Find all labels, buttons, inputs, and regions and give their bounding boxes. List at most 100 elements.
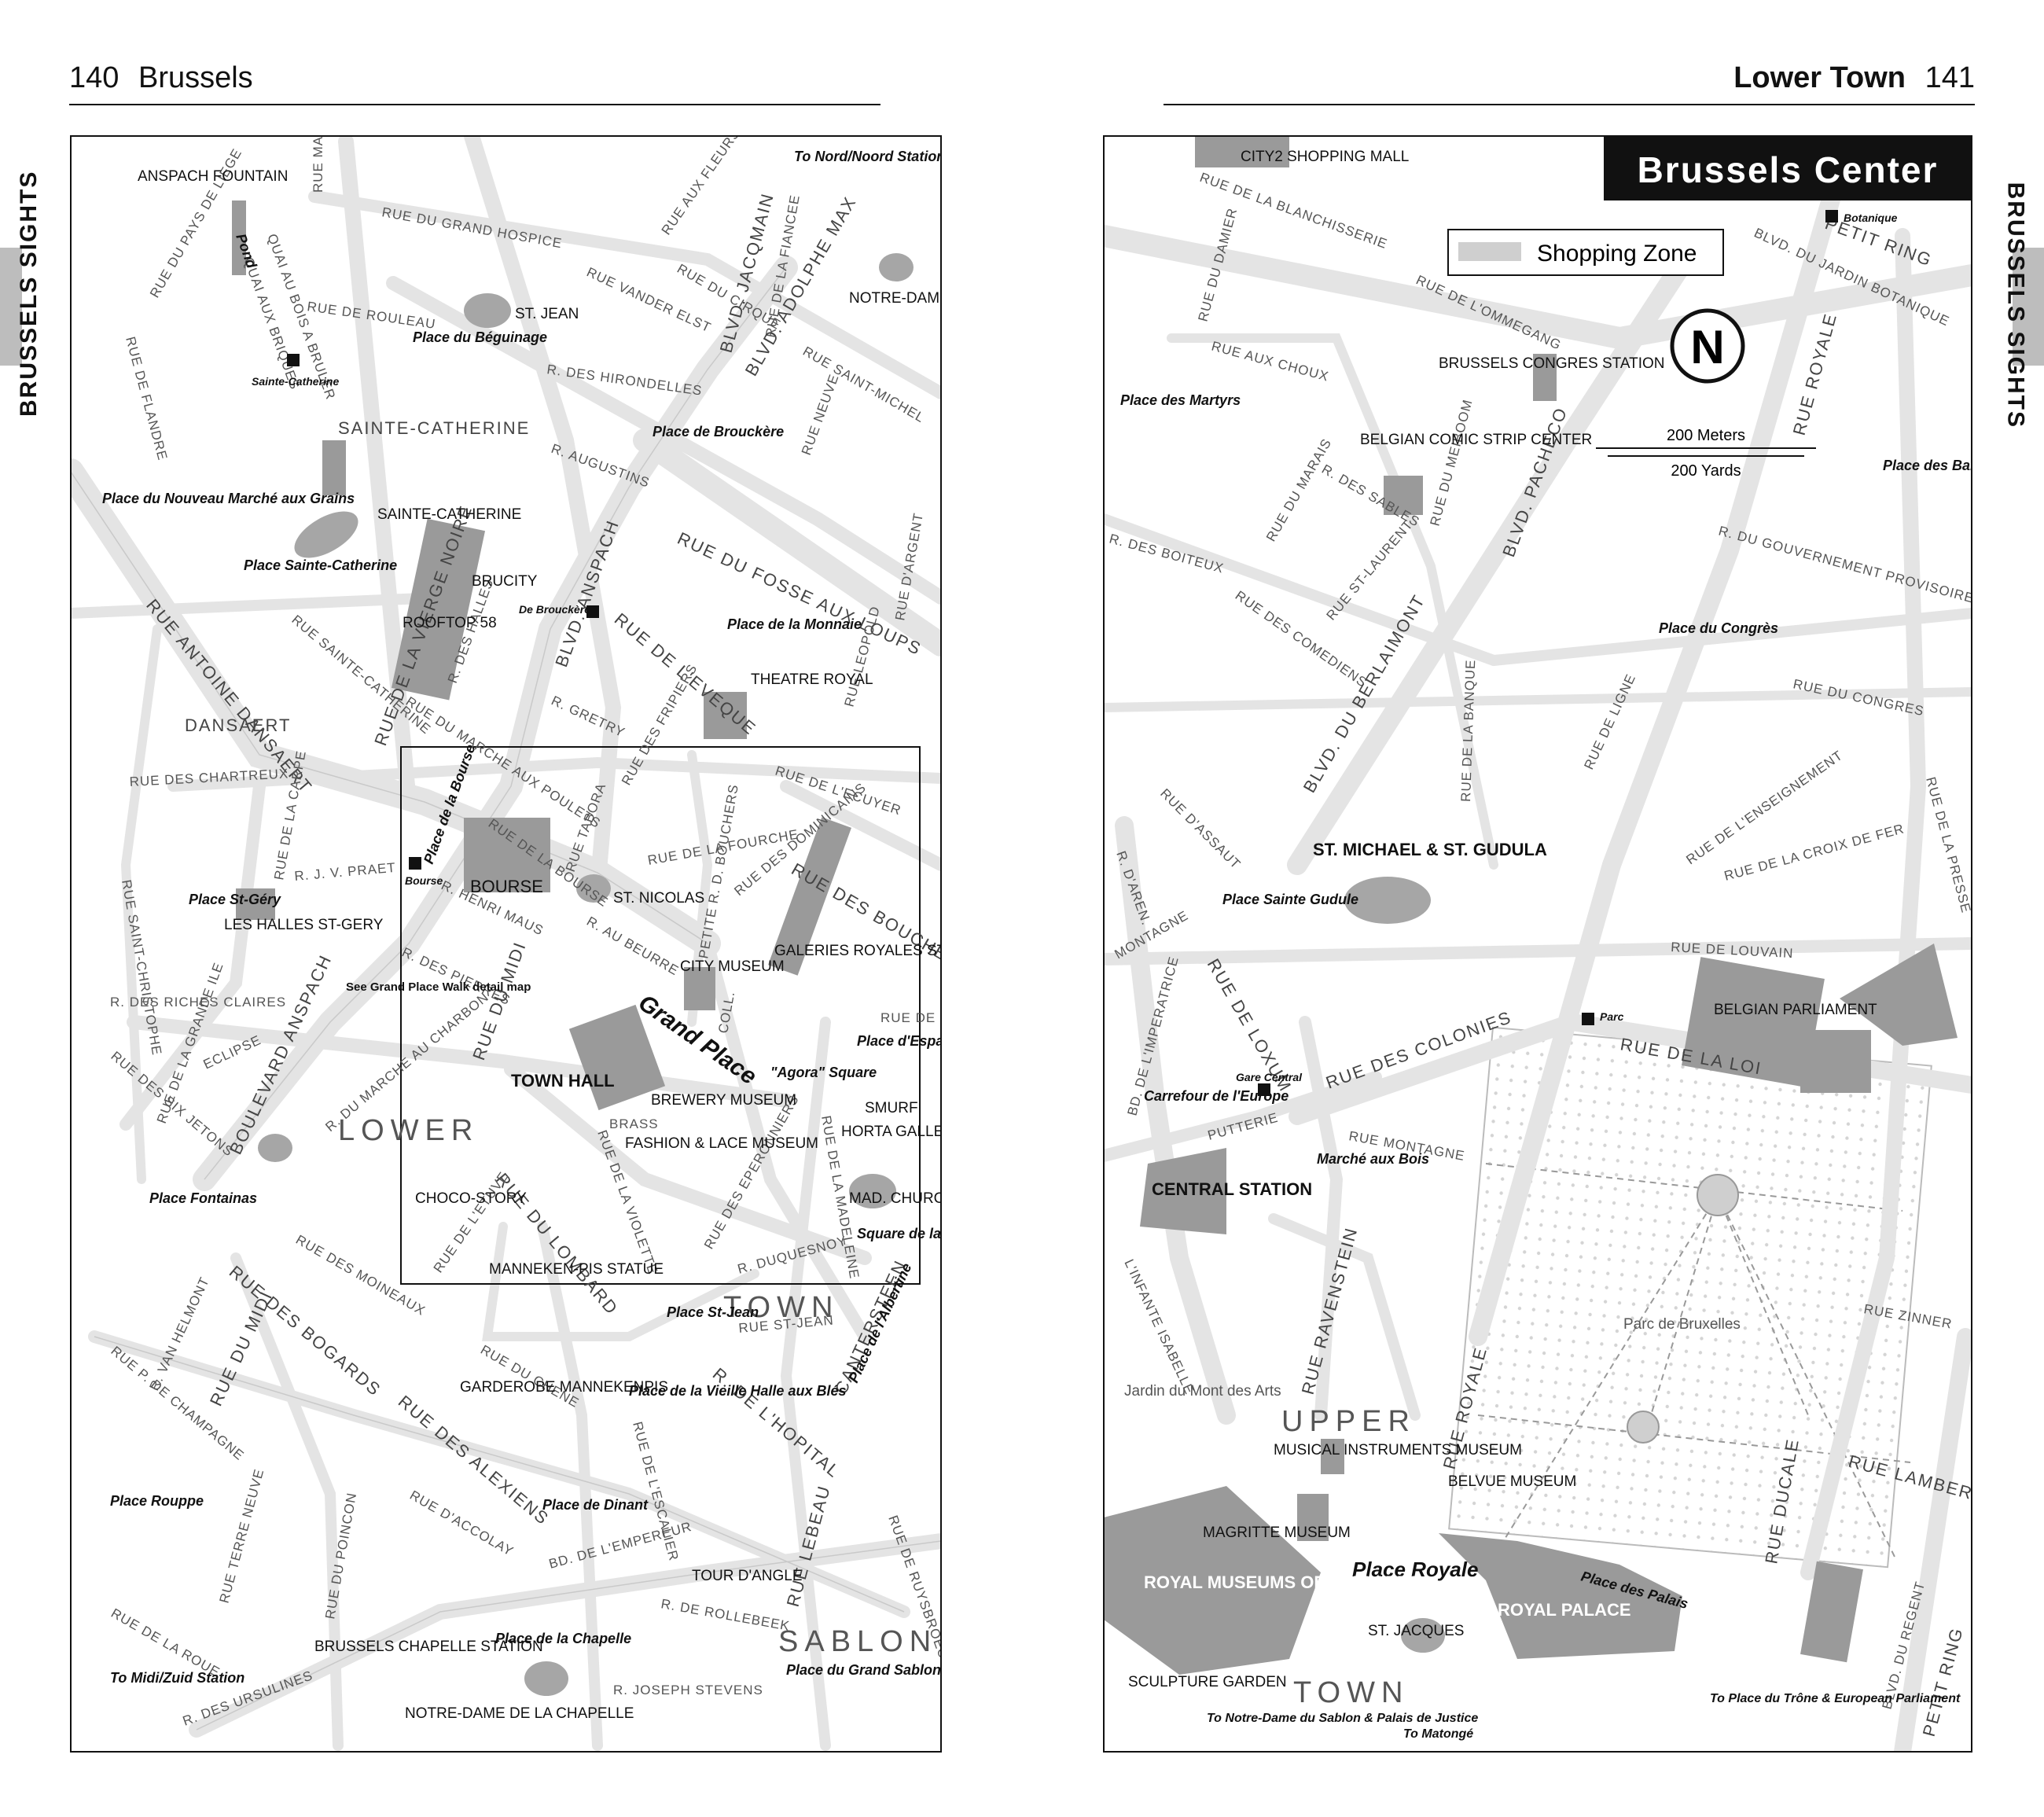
sight-label: ROOFTOP 58 <box>403 615 497 631</box>
sight-label: MANNEKEN-PIS STATUE <box>489 1261 664 1278</box>
sight-label: GARDEROBE MANNEKENPIS <box>460 1379 668 1396</box>
parliament-annex-building <box>1800 1030 1871 1093</box>
sight-label: NOTRE-DAME DE LA CHAPELLE <box>405 1705 634 1722</box>
square-label: Place Sainte-Catherine <box>244 557 397 573</box>
parliament-east-building <box>1840 943 1958 1046</box>
street-label: R. DES RICHES CLAIRES <box>110 995 286 1010</box>
instruments-building <box>1321 1439 1344 1474</box>
pond <box>232 200 246 275</box>
right-side-tab-marker <box>2013 248 2044 366</box>
metro-stop-label: Sainte-Catherine <box>252 375 339 388</box>
royal-museums-building <box>1104 1486 1321 1675</box>
square-label: Carrefour de l'Europe <box>1144 1088 1289 1104</box>
right-metro-stops: Botanique Gare Central Parc <box>1236 210 1898 1096</box>
sight-label: ROYAL MUSEUMS OF FINE ARTS <box>1144 1572 1420 1592</box>
comic-strip-building <box>1384 476 1423 515</box>
sight-label: NOTRE-DAME DU FINISTERE <box>849 290 1057 307</box>
sight-label: FASHION & LACE MUSEUM <box>625 1135 818 1152</box>
square-label: Place de la Monnaie <box>727 616 862 632</box>
right-map-title-box <box>1604 136 1972 200</box>
right-header-rule <box>1164 104 1975 105</box>
congres-station-building <box>1533 354 1557 401</box>
square-label: Place de la Chapelle <box>495 1631 631 1646</box>
sight-label: BRUCITY <box>472 573 538 590</box>
sight-label: SCULPTURE GARDEN <box>1128 1674 1287 1690</box>
left-map-frame <box>70 135 942 1753</box>
square-label: Place Sainte Gudule <box>1222 892 1358 907</box>
square-label: Place Royale <box>1352 1558 1478 1581</box>
square-label: Place du Grand Sablon <box>786 1662 941 1678</box>
square-label: Marché aux Bois <box>1317 1151 1429 1167</box>
sight-label: GALERIES ROYALES ST. HUBERT <box>774 943 1014 959</box>
left-page-number: 140 <box>69 61 119 94</box>
district-town-right: TOWN <box>1293 1676 1409 1709</box>
square-label: Place St-Géry <box>189 892 281 907</box>
metro-stop-label: Parc <box>1600 1010 1624 1023</box>
royal-palace-building <box>1439 1533 1682 1659</box>
metro-stop-label: De Brouckère <box>519 603 590 616</box>
right-map-frame <box>1103 135 1972 1753</box>
street-label: BRASS <box>609 1116 659 1131</box>
sight-label: CENTRAL STATION <box>1152 1179 1312 1199</box>
sight-label: THEATRE ROYAL <box>751 671 873 688</box>
sight-label: MAD. CHURCH <box>849 1190 955 1207</box>
sight-label: SMURF <box>865 1100 918 1116</box>
sight-label: BELGIAN PARLIAMENT <box>1714 1002 1877 1018</box>
sight-label: TOUR D'ANGLE <box>692 1568 803 1584</box>
district-sainte-catherine: SAINTE-CATHERINE <box>338 418 530 438</box>
sight-label: BELGIAN COMIC STRIP CENTER <box>1360 432 1592 448</box>
central-station-building <box>1140 1148 1226 1234</box>
sight-label: BELVUE MUSEUM <box>1448 1473 1576 1490</box>
bourse-building <box>464 818 550 892</box>
brucity-building <box>391 518 486 701</box>
svg-text:N: N <box>1690 321 1724 373</box>
note-label: To Notre-Dame du Sablon & Palais de Just… <box>1207 1712 1478 1725</box>
parliament-building <box>1682 957 1825 1087</box>
note-label: To Midi/Zuid Station <box>110 1670 244 1686</box>
square-label: Place Fontainas <box>149 1190 257 1206</box>
park-paths <box>1477 1163 1911 1558</box>
district-lower: LOWER <box>338 1114 479 1147</box>
market-building <box>322 440 346 495</box>
north-arrow-icon: N <box>1670 308 1745 384</box>
street-label: R. JOSEPH STEVENS <box>613 1683 763 1697</box>
right-page-number: 141 <box>1925 61 1975 94</box>
left-map-notes: To Nord/Noord Station See Grand Place Wa… <box>110 149 941 1686</box>
square-label: Place St-Jean <box>667 1304 759 1320</box>
sight-label: ST. MICHAEL & ST. GUDULA <box>1313 840 1547 859</box>
note-label: To Matongé <box>1403 1727 1473 1741</box>
sight-label: ST. JACQUES <box>1368 1623 1464 1639</box>
note-label: See Grand Place Walk detail map <box>346 980 531 994</box>
sight-label: CITY2 SHOPPING MALL <box>1241 149 1409 165</box>
district-dansaert: DANSAERT <box>185 715 291 735</box>
sight-label: BOURSE <box>470 877 543 896</box>
left-map: LOWER TOWN SABLON DANSAERT SAINTE-CATHER… <box>71 136 1057 1752</box>
sight-label: CHOCO-STORY <box>415 1190 527 1207</box>
metro-stop-label: Gare Central <box>1236 1071 1303 1083</box>
galeries-building <box>768 817 851 976</box>
sight-label: MUSICAL INSTRUMENTS MUSEUM <box>1274 1442 1522 1458</box>
left-metro-stops: Sainte-Catherine De Brouckère Bourse <box>252 354 599 887</box>
district-upper: UPPER <box>1281 1405 1416 1438</box>
sight-label: BRUSSELS CONGRES STATION <box>1439 355 1665 372</box>
city2-building <box>1195 136 1289 167</box>
right-square-labels: Place des Martyrs Place des Barricades P… <box>1120 392 1972 1612</box>
left-churches <box>258 253 914 1696</box>
right-churches <box>1344 877 1445 1653</box>
theatre-royal-building <box>704 692 747 739</box>
magritte-building <box>1297 1494 1329 1541</box>
sight-label: BREWERY MUSEUM <box>651 1092 796 1109</box>
sight-label: SAINTE-CATHERINE <box>377 506 521 523</box>
sight-label: ST. JEAN <box>515 306 579 322</box>
square-label: Place des Martyrs <box>1120 392 1241 408</box>
right-map-notes: To Notre-Dame du Sablon & Palais de Just… <box>1207 1692 1961 1741</box>
district-town: TOWN <box>723 1291 839 1324</box>
city-museum-building <box>684 967 715 1010</box>
sight-label: Jardin du Mont des Arts <box>1124 1383 1281 1400</box>
scale-meters: 200 Meters <box>1667 427 1745 444</box>
square-label: Place du Congrès <box>1659 620 1778 636</box>
square-label: Place de Dinant <box>542 1497 649 1513</box>
note-label: To Place du Trône & European Parliament <box>1710 1692 1961 1705</box>
metro-stop-label: Bourse <box>405 874 443 887</box>
